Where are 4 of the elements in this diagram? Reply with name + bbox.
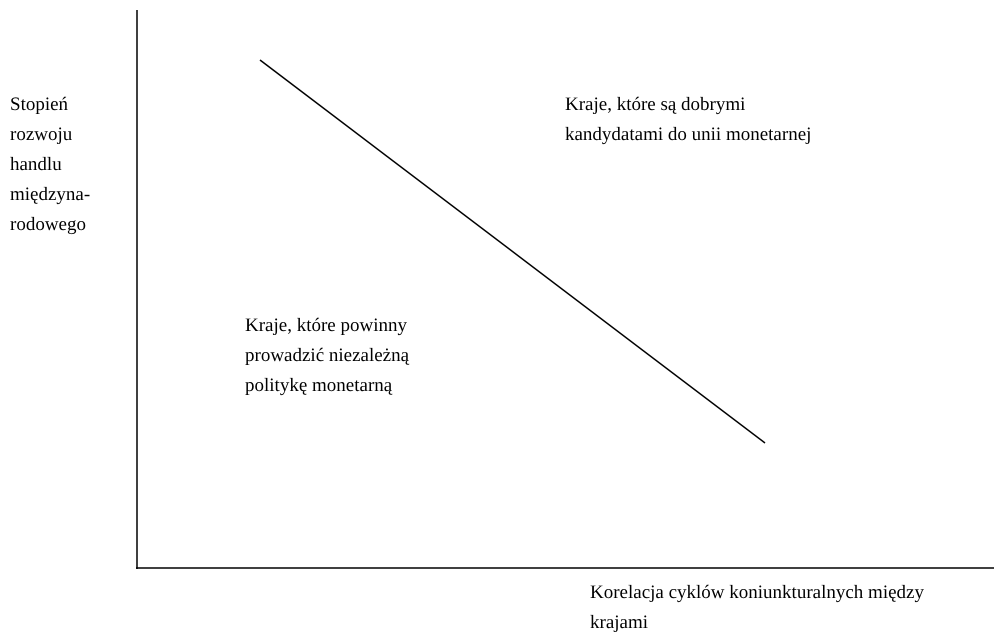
axis-title: Korelacja cyklów koniunkturalnych między krajami: [590, 581, 925, 635]
region-note: Kraje, które powinny prowadzić niezależną politykę monetarną: [245, 314, 410, 398]
region-note: Kraje, które są dobrymi kandydatami do unii monetarnej: [565, 93, 812, 147]
axis-title: Stopień rozwoju handlu międzyna-rodowego: [10, 93, 92, 237]
